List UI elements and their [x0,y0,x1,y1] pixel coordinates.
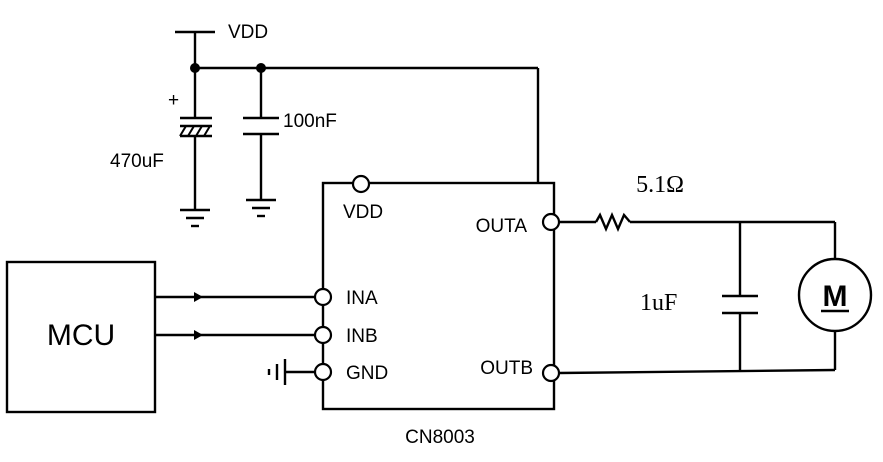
capacitor-470uf-label: 470uF [110,151,164,172]
capacitor-1uf-label: 1uF [640,290,677,316]
pin-inb [313,325,333,345]
pin-gnd-label: GND [346,363,388,384]
resistor-label: 5.1Ω [636,172,684,198]
signal-ina [155,292,315,302]
pin-outb-label: OUTB [480,358,533,379]
vdd-supply: VDD [175,22,268,68]
arrow-icon [194,292,203,302]
capacitor-100nf-label: 100nF [283,111,337,132]
pin-ina [313,287,333,307]
motor-icon [797,257,873,333]
pin-vdd [351,174,371,194]
capacitor-polarity-mark: + [168,90,179,111]
capacitor-100nf: 100nF [243,68,337,200]
vdd-rail [190,63,540,183]
pin-inb-label: INB [346,326,378,347]
resistor-5-1-ohm: 5.1Ω [559,172,835,233]
capacitor-470uf: + 470uF [110,68,212,210]
wire-outb [558,368,836,375]
ground-symbol [180,208,210,228]
mcu-block: MCU [5,260,157,414]
ground-symbol [246,198,276,218]
arrow-icon [194,330,203,340]
chip-name: CN8003 [405,427,475,448]
pin-vdd-label: VDD [343,202,383,223]
mcu-label: MCU [47,319,115,352]
pin-outa [541,212,561,232]
motor: M [797,222,873,370]
pin-ina-label: INA [346,288,378,309]
capacitor-1uf: 1uF [640,222,758,371]
driver-chip: CN8003 VDD INA INB GND OUTA OUTB [313,174,561,448]
pin-gnd [313,362,333,382]
pin-outb [541,363,561,383]
vdd-supply-label: VDD [228,22,268,43]
ground-symbol [267,359,315,385]
motor-label: M [823,280,848,313]
pin-outa-label: OUTA [476,216,528,237]
signal-inb [155,330,315,340]
